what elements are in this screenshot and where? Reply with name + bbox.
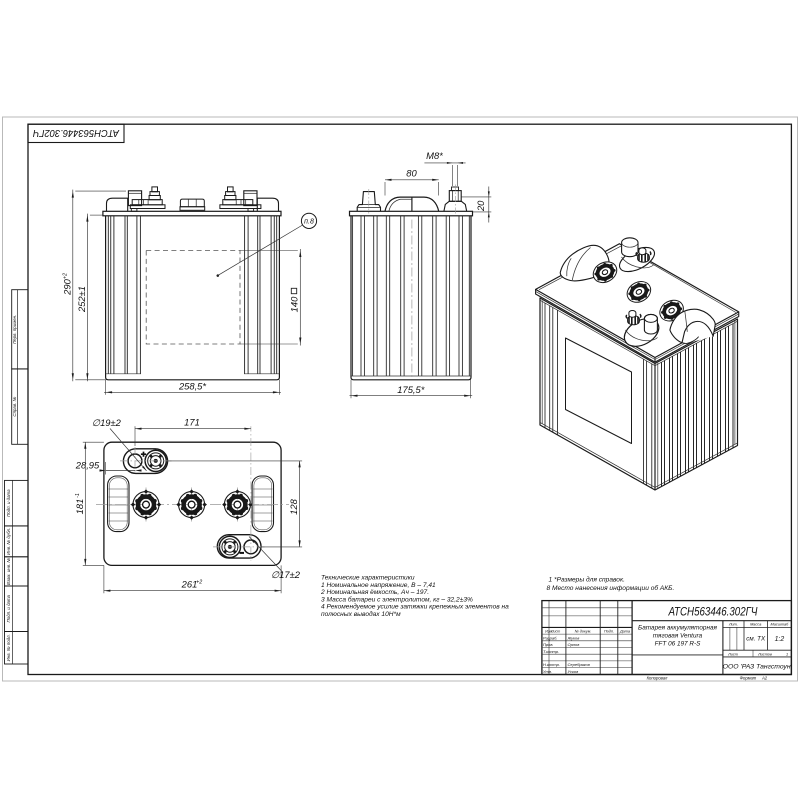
svg-text:1 Номинальное напряжение, В –: 1 Номинальное напряжение, В – 7,41 [321,582,436,589]
svg-text:тяговая Ventura: тяговая Ventura [653,632,703,639]
svg-text:171: 171 [184,416,200,427]
svg-text:Листов: Листов [757,652,772,656]
svg-text:Пров.: Пров. [543,642,554,647]
svg-text:∅17±2: ∅17±2 [271,569,301,580]
svg-text:28,95: 28,95 [75,460,100,471]
svg-text:Лист: Лист [550,630,560,634]
svg-text:175,5*: 175,5* [397,384,424,395]
svg-text:Н.контр.: Н.контр. [543,662,560,667]
svg-text:8 Место нанесения информации: 8 Место нанесения информации об АКБ. [547,584,675,592]
svg-text:4 Рекомендуемое усилие затяжки: 4 Рекомендуемое усилие затяжки крепежных… [321,603,509,611]
svg-text:Подп. и дата: Подп. и дата [6,594,11,622]
svg-text:140: 140 [289,296,300,312]
svg-text:Технические характеристики: Технические характеристики [321,575,415,582]
svg-text:20: 20 [475,200,486,212]
svg-text:+2: +2 [62,273,68,279]
svg-text:А2: А2 [761,675,768,680]
svg-text:Лист: Лист [727,652,738,656]
svg-text:-1: -1 [75,493,81,498]
svg-text:Дата: Дата [619,630,630,634]
svg-text:Взам. инв. №: Взам. инв. № [6,558,11,585]
svg-text:128: 128 [288,498,299,514]
svg-text:Усков: Усков [568,669,579,674]
svg-text:80: 80 [406,167,417,178]
svg-text:Подп. и дата: Подп. и дата [6,489,11,517]
svg-text:258,5*: 258,5* [178,381,206,392]
svg-text:Батарея аккумуляторная: Батарея аккумуляторная [638,624,717,631]
svg-text:Подп.: Подп. [604,630,614,634]
svg-text:Инв. № дубл.: Инв. № дубл. [6,528,11,555]
svg-text:252±1: 252±1 [76,286,87,313]
svg-text:1: 1 [786,652,788,656]
svg-text:Лит.: Лит. [728,622,738,626]
svg-text:+2: +2 [196,580,202,586]
svg-text:Жуков: Жуков [567,635,580,640]
svg-text:Т.контр.: Т.контр. [543,649,559,654]
svg-text:1:2: 1:2 [775,636,785,643]
svg-text:М8*: М8* [426,150,443,161]
svg-text:2 Номинальная ёмкость, Ач – 19: 2 Номинальная ёмкость, Ач – 197. [320,589,429,596]
svg-text:Справ. №: Справ. № [12,396,17,416]
svg-text:3 Масса батареи с электролитом: 3 Масса батареи с электролитом, кг – 32,… [321,595,473,603]
svg-text:Перв. примен.: Перв. примен. [12,315,17,344]
svg-text:Утв.: Утв. [543,669,552,674]
svg-text:∅19±2: ∅19±2 [92,417,122,428]
svg-text:п.8: п.8 [304,219,314,226]
svg-text:Копировал: Копировал [647,675,668,680]
svg-text:Разраб.: Разраб. [543,635,557,640]
svg-text:FFT 06 197 R-S: FFT 06 197 R-S [655,641,702,648]
svg-text:Инв. № подл.: Инв. № подл. [6,634,11,661]
svg-text:181: 181 [74,499,85,515]
svg-text:Масса: Масса [750,622,761,626]
svg-text:№ докум.: № докум. [575,630,592,634]
svg-text:Изм.: Изм. [545,630,553,634]
svg-text:АТСН563446.302ГЧ: АТСН563446.302ГЧ [668,605,758,619]
svg-text:ООО 'РАЗ Тангстоун': ООО 'РАЗ Тангстоун' [723,664,793,671]
svg-text:Масштаб: Масштаб [771,622,790,626]
svg-text:290: 290 [62,278,73,295]
svg-text:полюсных выводах 10Н*м: полюсных выводах 10Н*м [321,610,401,618]
svg-text:1 *Размеры для справок.: 1 *Размеры для справок. [549,576,626,584]
svg-text:см. ТХ: см. ТХ [746,636,766,643]
svg-text:Формат: Формат [740,675,757,680]
svg-text:261: 261 [181,578,198,589]
svg-text:АТСН563446.302ГЧ: АТСН563446.302ГЧ [33,127,120,138]
svg-text:Серебряков: Серебряков [568,662,590,667]
svg-text:Орлов: Орлов [568,642,580,647]
